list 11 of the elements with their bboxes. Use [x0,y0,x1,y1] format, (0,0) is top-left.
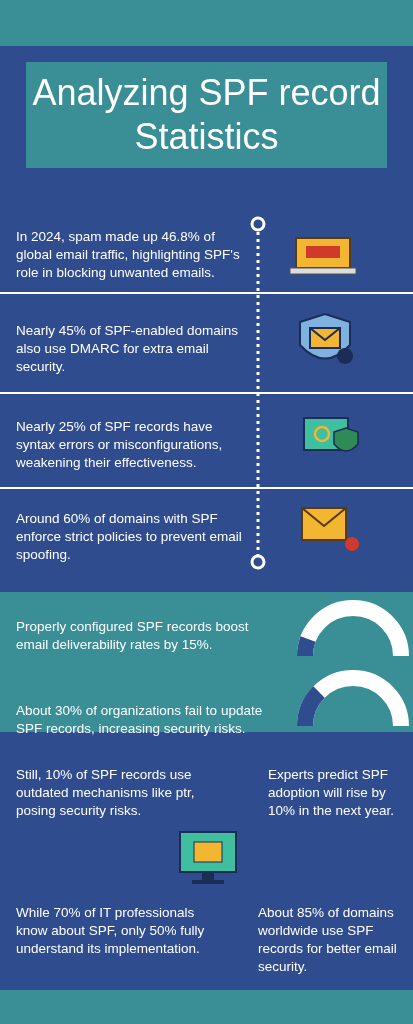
stat-text: Experts predict SPF adoption will rise by 10% in the next year. [268,766,396,820]
stat-text: Nearly 25% of SPF records have syntax errors or misconfigurations, weakening their effectiveness. [16,418,224,472]
stat-text: Nearly 45% of SPF-enabled domains also use DMARC for extra email security. [16,322,240,376]
stat-text: Around 60% of domains with SPF enforce strict policies to prevent email spoofing. [16,510,243,564]
stat-text: In 2024, spam made up 46.8% of global email traffic, highlighting SPF's role in blocking unwanted emails. [16,228,241,282]
stat-text: Properly configured SPF records boost email deliverability rates by 15%. [16,618,250,654]
title: Analyzing SPF record Statistics [26,62,387,168]
stat-text: About 85% of domains worldwide use SPF records for better email security. [258,904,398,976]
stat-text: About 30% of organizations fail to update SPF records, increasing security risks. [16,702,264,738]
stat-text: While 70% of IT professionals know about SPF, only 50% fully understand its implementation. [16,904,206,958]
stat-text: Still, 10% of SPF records use outdated mechanisms like ptr, posing security risks. [16,766,196,820]
